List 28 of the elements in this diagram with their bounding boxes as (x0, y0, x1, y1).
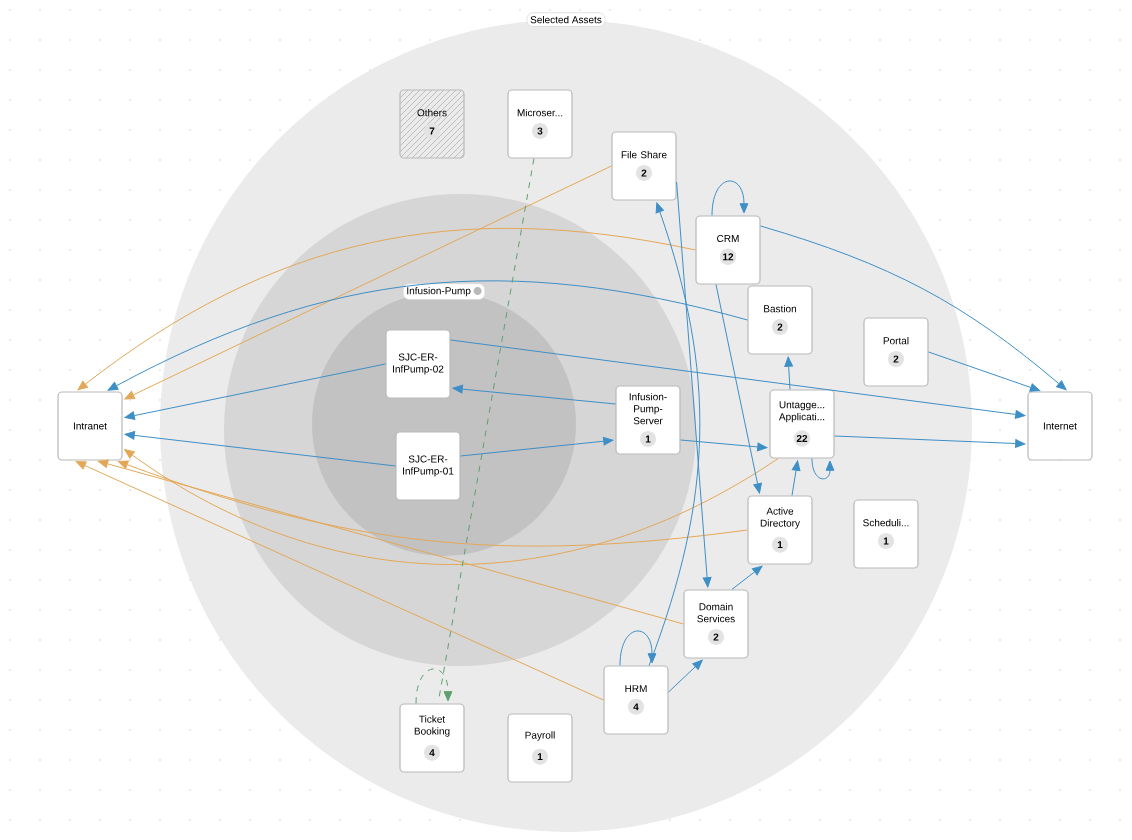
arrow (450, 339, 1026, 419)
arrow (117, 460, 748, 547)
arrow (97, 459, 684, 625)
arrow (791, 460, 801, 496)
loop-arrow (619, 630, 657, 666)
arrow (784, 356, 794, 390)
arrow (107, 280, 748, 391)
arrow (124, 363, 386, 420)
arrow (760, 225, 1067, 391)
loop-arrow (415, 668, 453, 704)
arrow (124, 431, 396, 467)
arrow (731, 565, 763, 590)
arrow (676, 181, 712, 588)
loop-arrow (711, 180, 749, 216)
arrow (668, 659, 703, 693)
arrow (834, 435, 1026, 448)
arrow (124, 165, 612, 400)
arrow (75, 461, 604, 701)
loop-arrow (811, 458, 835, 480)
arrow (648, 202, 701, 666)
arrow (460, 436, 614, 457)
arrow (124, 448, 779, 565)
arrow (928, 351, 1041, 392)
arrow (452, 384, 616, 405)
dashed-line (437, 158, 535, 703)
arrow (77, 228, 696, 391)
arrow (715, 284, 762, 494)
arrow (680, 439, 768, 452)
